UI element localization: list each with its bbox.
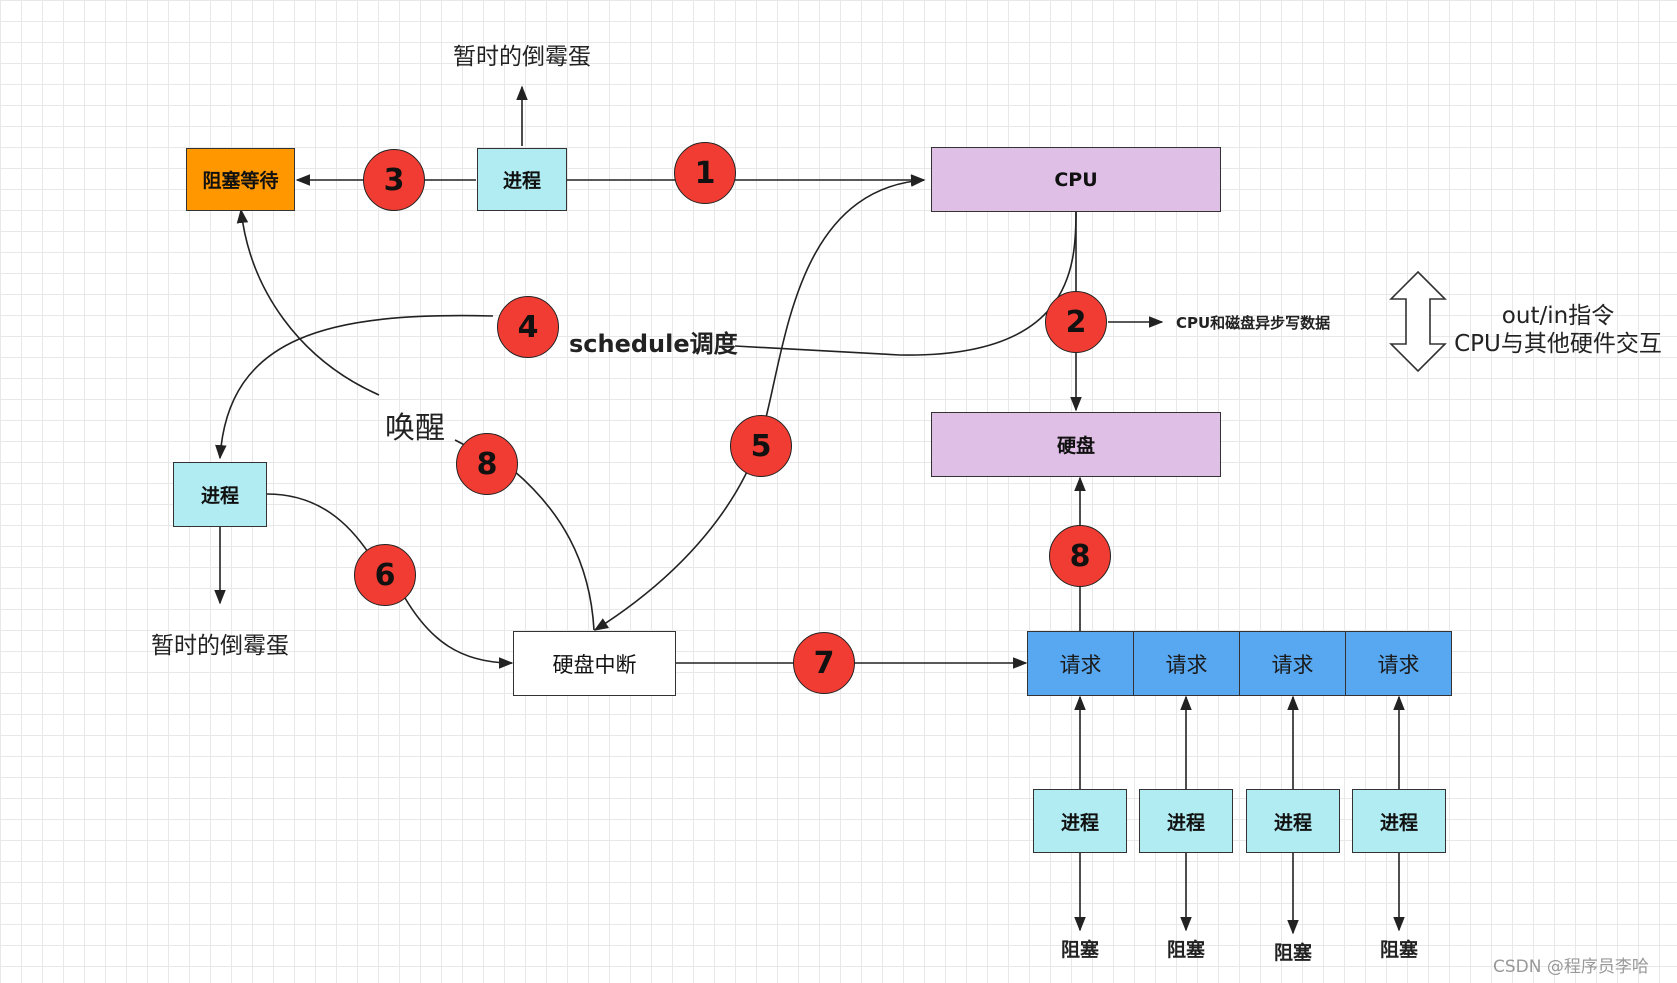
process-left-label: 进程 (200, 485, 239, 507)
outin-line1-label: out/in指令 (1501, 303, 1615, 329)
process-left-box: 进程 (173, 462, 267, 527)
disk-interrupt-label: 硬盘中断 (552, 652, 637, 677)
blocked-wait-label: 阻塞等待 (202, 170, 279, 192)
cpu-disk-async-label: CPU和磁盘异步写数据 (1176, 314, 1331, 332)
request-box: 请求 (1239, 631, 1346, 696)
disk-box: 硬盘 (931, 412, 1221, 477)
cpu-box: CPU (931, 147, 1221, 212)
blocked-label: 阻塞 (1379, 939, 1419, 961)
schedule-label: schedule调度 (569, 330, 738, 358)
step-badge-5: 5 (730, 415, 792, 477)
curve-wake-blocked (241, 210, 595, 631)
step-badge-6: 6 (354, 544, 416, 606)
bottom-process-label: 进程 (1060, 811, 1099, 834)
step-badge-7: 7 (793, 632, 855, 694)
request-label: 请求 (1377, 652, 1420, 677)
bottom-process-label: 进程 (1273, 811, 1312, 834)
bottom-process-box: 进程 (1139, 789, 1233, 853)
process-top-box: 进程 (477, 148, 567, 211)
step-badge-1: 1 (674, 142, 736, 204)
request-box: 请求 (1345, 631, 1452, 696)
bottom-process-box: 进程 (1246, 789, 1340, 853)
left-temp-label: 暂时的倒霉蛋 (151, 633, 289, 659)
blocked-label: 阻塞 (1166, 939, 1206, 961)
blocked-label: 阻塞 (1273, 942, 1313, 964)
top-temp-label: 暂时的倒霉蛋 (453, 44, 591, 70)
outin-line2-label: CPU与其他硬件交互 (1454, 331, 1662, 357)
request-box: 请求 (1133, 631, 1240, 696)
request-label: 请求 (1165, 652, 1208, 677)
cpu-label: CPU (1054, 168, 1098, 191)
request-label: 请求 (1059, 652, 1102, 677)
disk-interrupt-box: 硬盘中断 (513, 631, 676, 696)
blocked-wait-box: 阻塞等待 (186, 148, 295, 211)
step-badge-4: 4 (497, 296, 559, 358)
step-badge-8-disk: 8 (1049, 525, 1111, 587)
request-box: 请求 (1027, 631, 1134, 696)
wake-label: 唤醒 (385, 411, 445, 446)
bottom-process-box: 进程 (1352, 789, 1446, 853)
step-badge-8-wake: 8 (456, 433, 518, 495)
bottom-process-label: 进程 (1379, 811, 1418, 834)
curve-interrupt-to-cpu (593, 175, 926, 631)
request-label: 请求 (1271, 652, 1314, 677)
step-badge-3: 3 (363, 149, 425, 211)
bottom-process-box: 进程 (1033, 789, 1127, 853)
step-badge-2: 2 (1045, 291, 1107, 353)
watermark-label: CSDN @程序员李哈 (1493, 957, 1649, 977)
process-top-label: 进程 (502, 170, 541, 192)
blocked-label: 阻塞 (1060, 939, 1100, 961)
bottom-process-label: 进程 (1166, 811, 1205, 834)
curve-process-to-interrupt (266, 493, 512, 663)
disk-label: 硬盘 (1056, 435, 1095, 457)
double-arrow-icon (1389, 270, 1447, 373)
